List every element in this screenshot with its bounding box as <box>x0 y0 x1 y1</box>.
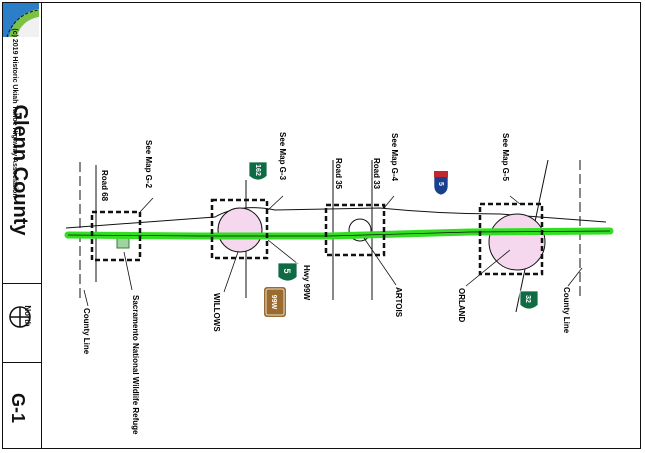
county-title: Glenn County <box>9 104 31 236</box>
willows-label: WILLOWS <box>212 293 221 332</box>
ca-32-shield-icon: 32 <box>519 290 539 310</box>
sidebar: (c) 2019 Historic Ukiah Tahoe Highway As… <box>2 2 42 449</box>
association-logo <box>3 3 39 37</box>
orland-circle <box>488 213 546 271</box>
map-box-g5 <box>478 202 544 276</box>
road-68-label: Road 68 <box>100 170 109 202</box>
county-line-east-label: County Line <box>562 287 571 334</box>
see-map-g2-label: See Map G-2 <box>144 140 153 189</box>
willows-circle <box>217 207 263 253</box>
road-33-label: Road 33 <box>372 158 381 190</box>
us-5-number: 5 <box>282 268 292 273</box>
artois-label: ARTOIS <box>394 287 403 318</box>
orland-label: ORLAND <box>457 288 466 322</box>
map-box-g4 <box>324 203 386 257</box>
hwy-99w-label: Hwy 99W <box>302 265 311 301</box>
artois-circle <box>348 218 372 242</box>
north-arrow-icon <box>9 306 31 328</box>
interstate-5-shield-icon: 5 <box>433 171 449 196</box>
ca-162-number: 162 <box>254 164 261 176</box>
ca-32-number: 32 <box>524 295 531 303</box>
historic-99w-shield-icon: 99W <box>264 287 286 317</box>
map-id: G-1 <box>8 392 28 423</box>
route-map: 5 162 5 99W 32 See Map G-2 See Map G-3 S… <box>64 132 614 435</box>
refuge-label-text: Sacramento National Wildlife Refuge <box>131 295 140 435</box>
sidebar-divider-bottom <box>2 362 42 363</box>
ca-162-shield-icon: 162 <box>248 161 268 181</box>
road-35-label: Road 35 <box>334 158 343 190</box>
see-map-g5-label: See Map G-5 <box>501 133 510 182</box>
see-map-g4-label: See Map G-4 <box>390 133 399 182</box>
map-box-g3 <box>210 198 269 260</box>
refuge-label: Sacramento National Wildlife Refuge <box>131 295 140 435</box>
county-line-west-label: County Line <box>82 308 91 355</box>
map-frame <box>2 2 641 449</box>
historic-99w-number: 99W <box>270 295 277 310</box>
sidebar-divider-top <box>2 283 42 284</box>
interstate-5-number: 5 <box>437 182 444 186</box>
see-map-g3-label: See Map G-3 <box>278 132 287 181</box>
map-box-g2 <box>90 210 142 262</box>
us-5-shield-icon: 5 <box>277 262 298 282</box>
